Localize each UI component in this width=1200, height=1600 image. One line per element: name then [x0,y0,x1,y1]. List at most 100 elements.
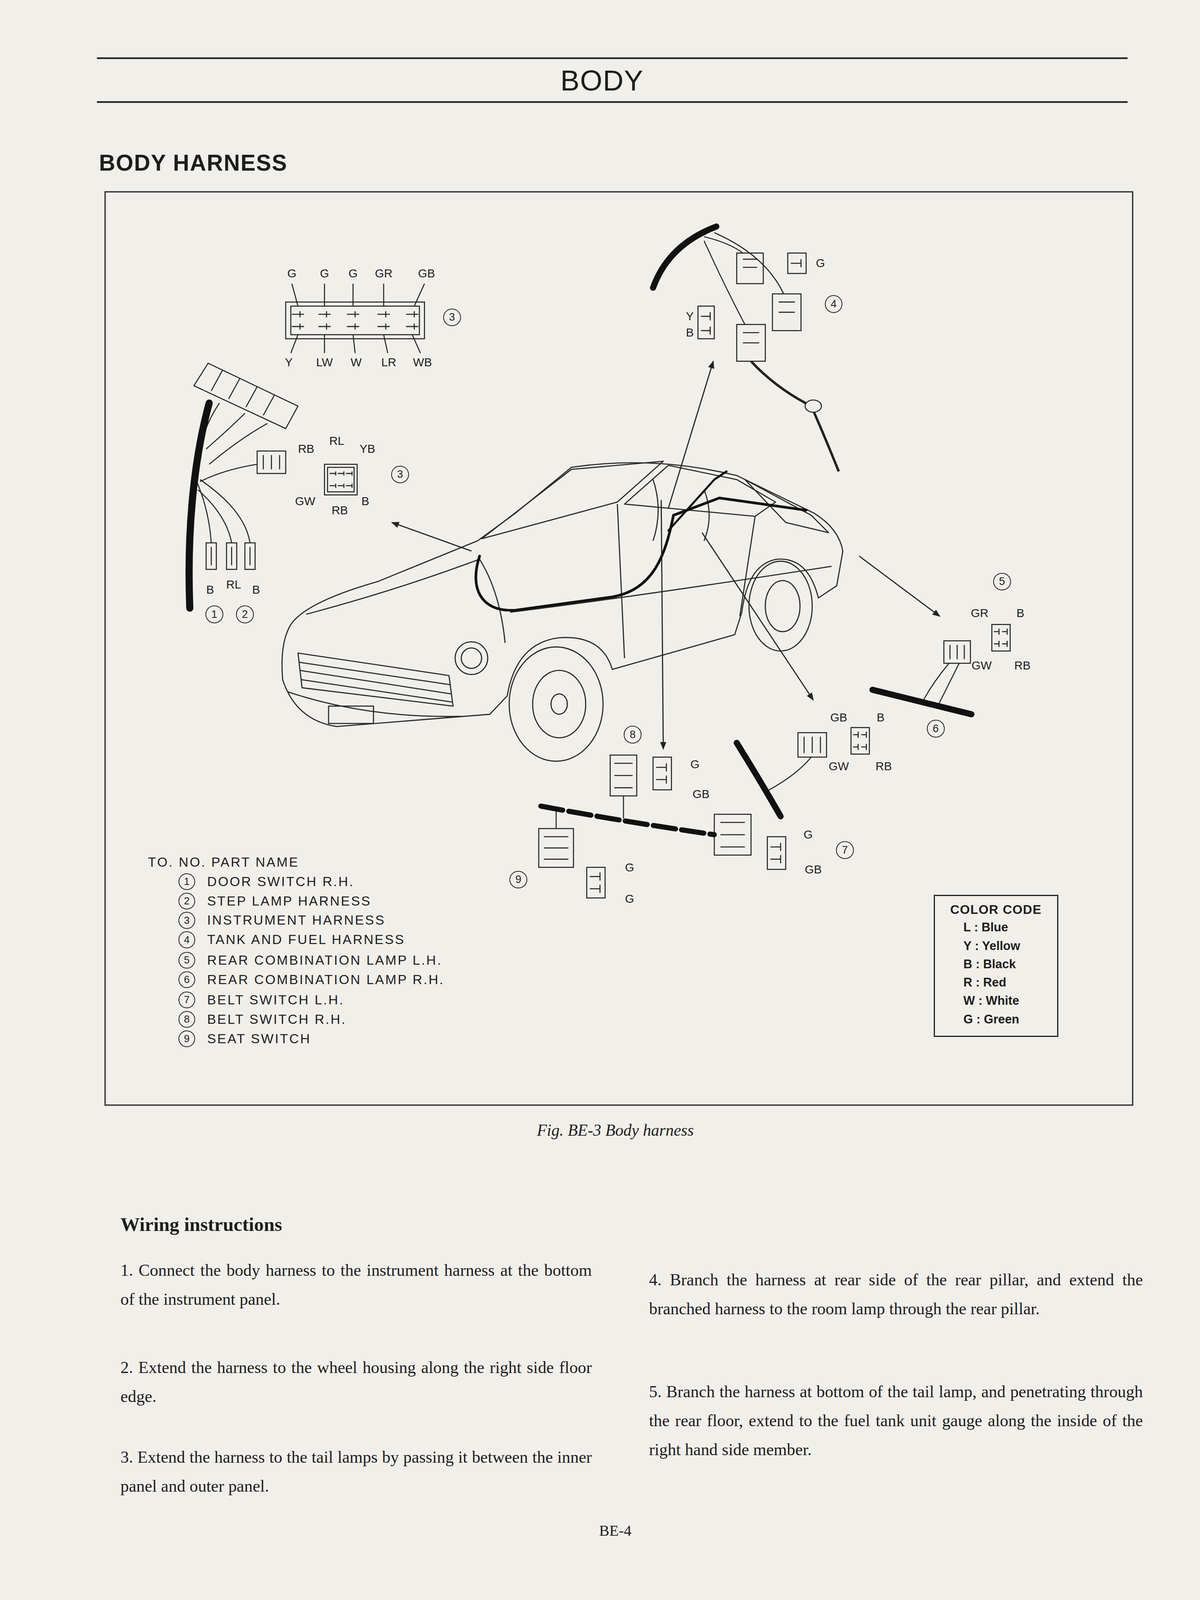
wire-color-code: B [685,325,694,340]
wire-color-code: GW [971,658,992,673]
part-name: STEP LAMP HARNESS [207,893,372,909]
legend-row: G : Green [963,1010,1049,1029]
connector-symbol [327,467,354,493]
wire-color-code: B [361,494,370,508]
text-anchor: B [685,325,694,340]
text-anchor: 5 [178,951,195,969]
part-name: SEAT SWITCH [207,1030,312,1047]
pointer-arrow [391,361,940,749]
text-anchor: G [625,860,635,875]
car-body [509,646,604,762]
text-anchor: GB [830,710,848,725]
legend-row: L : Blue [963,918,1049,937]
text-anchor: BE-4 [599,1521,632,1540]
wire-color-code: G [803,827,813,842]
car-body [744,479,829,533]
part-name: BELT SWITCH L.H. [207,992,345,1008]
text-anchor: 2 [178,892,195,910]
text-anchor: B [1016,606,1025,620]
callout-number: 6 [926,719,945,738]
harness-connector [544,836,569,860]
wire-color-code: G [690,757,700,772]
text-anchor: 7 [178,991,195,1009]
car-body [617,503,625,658]
text-anchor: W [350,355,362,370]
callout-number: 3 [178,911,195,929]
wire-color-code: GR [970,606,989,620]
connector-symbol [285,253,1011,899]
callout-number: 9 [509,870,528,889]
harness-connector [257,451,286,474]
harness-connector [203,403,268,465]
wire-color-code: RB [298,442,315,456]
text-anchor: RL [226,577,242,592]
text-anchor: 5. Branch the harness at bottom of the t… [648,1377,1143,1465]
text-anchor: RB [298,442,315,456]
wire-color-code: GW [828,759,849,774]
car-body [481,461,664,539]
harness-connector [555,809,557,829]
harness-cable [189,403,210,609]
connector-symbol [290,305,420,335]
car-body [455,641,488,675]
header-rule [96,57,1128,60]
pointer-arrow [391,522,472,552]
legend-entry: L : Blue [963,918,1009,937]
harness-connector [736,253,764,284]
wire-color-code: RL [226,577,242,592]
callout-number: 1 [205,605,224,624]
callout-number: 3 [443,308,462,327]
harness-cable [736,742,781,817]
connector-symbol [655,763,667,784]
harness-connector [200,464,258,482]
connector-symbol [324,464,358,495]
section-heading: Wiring instructions [120,1213,283,1236]
connector-symbol [698,305,715,339]
harness-connector [623,796,625,819]
car-body [282,461,843,762]
legend-row: Y : Yellow [963,936,1049,956]
legend-list: L : BlueY : YellowB : BlackR : RedW : Wh… [942,918,1049,1029]
callout-number: 5 [993,572,1012,591]
text-anchor: GB [692,787,710,801]
text-anchor: G [815,256,825,270]
connector-symbol [851,727,870,754]
instruction-text: 4. Branch the harness at rear side of th… [648,1265,1143,1324]
harness-cable [540,805,715,835]
callout-number: 2 [178,892,195,910]
harness-connector [211,370,275,416]
wire-color-code: GB [417,266,435,281]
text-anchor: B [361,494,370,508]
part-name: BELT SWITCH R.H. [207,1011,347,1027]
wire-color-code: G [319,266,329,281]
text-anchor: 2 [236,605,254,624]
callout-number: 4 [825,295,843,314]
wire-color-code: GW [294,494,316,508]
harness-connector [742,259,795,343]
text-anchor: 8 [178,1011,195,1028]
wire-color-code: GR [375,266,393,281]
wire-color-code: LW [316,355,333,370]
text-anchor: RB [1014,658,1031,673]
text-anchor: GW [828,759,849,774]
text-anchor: BELT SWITCH L.H. [207,992,345,1008]
text-anchor: REAR COMBINATION LAMP L.H. [207,952,443,968]
harness-connector [263,455,280,470]
text-anchor: INSTRUMENT HARNESS [207,912,386,928]
text-anchor: TO. NO. PART NAME [148,854,300,870]
text-anchor: G [690,757,700,772]
harness-connector [751,361,839,472]
connector-symbol [329,471,353,488]
header-rule [96,101,1128,103]
text-anchor: 8 [623,725,642,744]
text-anchor: G [625,892,635,906]
car-body [298,653,454,707]
harness-connector [211,546,250,566]
car-body [532,670,586,738]
callout-number: 1 [178,873,195,890]
text-anchor: 6 [926,719,945,738]
harness-connector [614,763,633,788]
text-anchor: G [348,266,358,281]
text-anchor: 2. Extend the harness to the wheel housi… [120,1353,592,1412]
text-anchor: 4 [178,931,195,949]
